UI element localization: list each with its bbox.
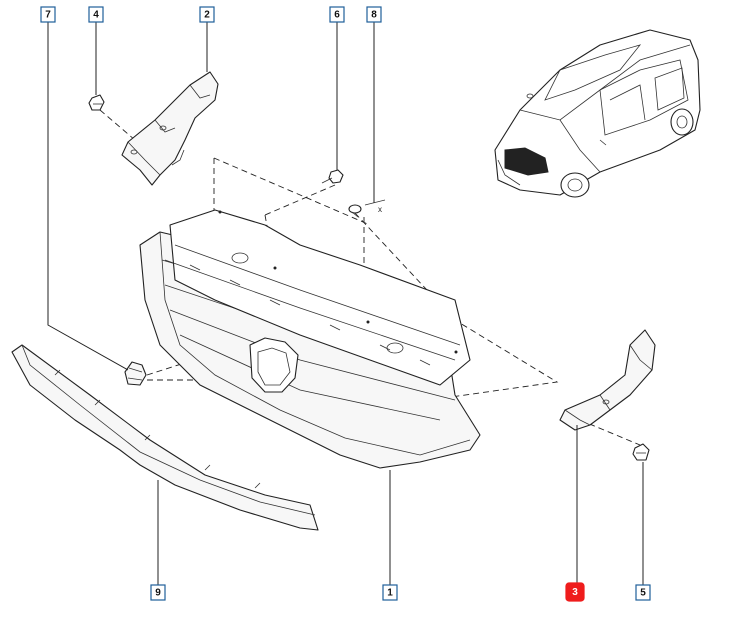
callout-box <box>199 6 215 23</box>
callout-9: 9 <box>150 584 166 601</box>
callout-box <box>366 6 382 23</box>
callout-box <box>382 584 398 601</box>
callout-box <box>40 6 56 23</box>
fastener-4-clip <box>88 94 105 111</box>
callout-number: 6 <box>334 10 340 21</box>
callout-4: 4 <box>88 6 104 23</box>
fastener-5-clip <box>632 443 650 461</box>
callout-number: 9 <box>155 588 161 599</box>
callout-1: 1 <box>382 584 398 601</box>
callout-number: 3 <box>572 587 578 598</box>
part-2-left-bracket <box>121 71 219 186</box>
callout-number: 7 <box>45 10 51 21</box>
callout-box <box>635 584 651 601</box>
leader-lines <box>47 22 644 585</box>
callout-box <box>150 584 166 601</box>
callout-box <box>565 582 585 602</box>
vehicle-thumbnail <box>494 29 701 198</box>
callout-7: 7 <box>40 6 56 23</box>
callout-number: 1 <box>387 588 393 599</box>
callout-2: 2 <box>199 6 215 23</box>
fastener-6-screw <box>321 169 344 184</box>
callout-8: 8 <box>366 6 382 23</box>
callout-3: 3 <box>565 582 585 602</box>
fastener-7-bushing <box>124 361 147 386</box>
callout-number: 8 <box>371 10 377 21</box>
part-9-trim-strip <box>11 344 319 531</box>
callout-box <box>329 6 345 23</box>
upper-cover-panel <box>164 209 471 386</box>
callout-5: 5 <box>635 584 651 601</box>
fastener-8-screw <box>348 199 386 218</box>
callout-number: 5 <box>640 588 646 599</box>
callout-number: 2 <box>204 10 210 21</box>
clip-mark-label: x <box>378 205 382 214</box>
part-3-right-bracket <box>559 329 656 431</box>
callout-box <box>88 6 104 23</box>
callout-number: 4 <box>93 10 99 21</box>
callout-6: 6 <box>329 6 345 23</box>
